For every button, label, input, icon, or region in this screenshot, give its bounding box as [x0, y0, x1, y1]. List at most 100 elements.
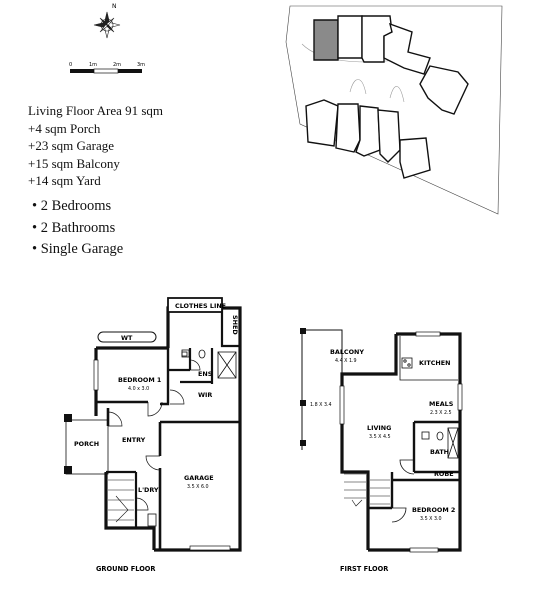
scale-segment: [70, 69, 94, 73]
porch-column: [64, 466, 72, 474]
stove-icon: [403, 359, 407, 363]
door-swing: [107, 411, 123, 427]
garage-dimension: 3.5 X 6.0: [187, 484, 209, 490]
features-list: 2 Bedrooms 2 Bathrooms Single Garage: [32, 196, 124, 261]
ensuite-label: ENS: [198, 370, 213, 378]
balcony-label: BALCONY: [330, 348, 364, 356]
site-lot: [355, 105, 381, 157]
garage-label: GARAGE: [184, 474, 214, 482]
site-lot: [305, 99, 339, 147]
scale-tick-label: 3m: [137, 62, 145, 68]
feature-bathrooms: 2 Bathrooms: [32, 218, 123, 240]
driveway-curve: [349, 79, 367, 95]
balcony-edge: [302, 329, 343, 374]
clothes-line-label: CLOTHES LINE: [175, 302, 226, 310]
shower-icon: [217, 351, 237, 379]
door-swing: [399, 459, 415, 475]
site-lot: [399, 137, 431, 179]
balcony-column: [300, 400, 306, 406]
entry-label: ENTRY: [122, 436, 146, 444]
side-dimension: 1.8 X 3.4: [310, 402, 332, 408]
wt-label: WT: [121, 334, 133, 342]
site-plan: [285, 5, 503, 215]
scale-segment: [93, 68, 119, 74]
stove-icon: [407, 363, 411, 367]
stairs-icon: [344, 473, 366, 499]
toilet-icon: [181, 351, 188, 357]
site-lot: [419, 65, 469, 115]
driveway-curve: [389, 86, 405, 103]
living-label: LIVING: [367, 424, 391, 432]
bedroom1-label: BEDROOM 1: [118, 376, 161, 384]
scale-tick-label: 1m: [89, 62, 97, 68]
living-dimension: 3.5 X 4.5: [369, 434, 391, 440]
ground-floor-caption: GROUND FLOOR: [96, 565, 156, 573]
basin-icon: [198, 349, 206, 359]
balcony-dimension: 4.4 X 1.9: [335, 358, 357, 364]
scale-segment: [118, 69, 142, 73]
site-lot-highlighted: [313, 19, 339, 61]
feature-garage: Single Garage: [32, 239, 124, 261]
window: [189, 545, 231, 551]
window: [339, 385, 345, 425]
first-floor-caption: FIRST FLOOR: [340, 565, 388, 573]
stove-icon: [401, 357, 413, 369]
wir-label: WIR: [198, 391, 212, 399]
balcony-area: +15 sqm Balcony: [28, 155, 120, 171]
kitchen-bench: [399, 336, 458, 381]
site-lot: [337, 15, 363, 59]
porch-column: [64, 414, 72, 422]
door-swing: [147, 401, 163, 417]
porch-outline: [65, 419, 109, 475]
balcony-column: [300, 328, 306, 334]
yard-area: +14 sqm Yard: [28, 173, 101, 188]
scale-tick-label: 2m: [113, 62, 121, 68]
stairs-icon: [108, 479, 134, 521]
garage-area: +23 sqm Garage: [28, 138, 115, 153]
ground-floor-plan: CLOTHES LINE SHED WT BEDROOM 1 4.0 x 3.0…: [64, 297, 242, 573]
feature-bedrooms: 2 Bedrooms: [32, 196, 123, 218]
stairs-icon: [370, 479, 390, 505]
floor-area-stats: Living Floor Area 91 sqm +4 sqm Porch +2…: [28, 102, 163, 190]
window: [409, 547, 439, 553]
window: [457, 383, 463, 411]
shower-icon: [447, 427, 459, 459]
meals-label: MEALS: [429, 400, 454, 408]
shower-icon: [217, 351, 237, 379]
scale-tick-label: 0: [69, 62, 72, 68]
porch-area: +4 sqm Porch: [28, 120, 101, 136]
toilet-icon: [421, 431, 430, 440]
site-boundary: [285, 5, 503, 215]
shower-icon: [447, 427, 459, 459]
interior-wall: [160, 348, 170, 406]
basin-icon: [436, 431, 444, 441]
porch-label: PORCH: [74, 440, 99, 448]
door-swing: [391, 507, 407, 523]
meals-dimension: 2.3 X 2.5: [430, 410, 452, 416]
bedroom1-dimension: 4.0 x 3.0: [128, 386, 149, 392]
clothes-line-box: [167, 297, 223, 313]
laundry-label: L'DRY: [138, 486, 159, 494]
balcony-column: [300, 440, 306, 446]
compass-rose-icon: N: [93, 3, 121, 39]
robe-label: ROBE: [434, 470, 454, 478]
outer-wall: [154, 306, 242, 552]
kitchen-label: KITCHEN: [419, 359, 450, 367]
bedroom2-dimension: 3.5 X 3.0: [420, 516, 442, 522]
laundry-tub-icon: [147, 513, 157, 527]
door-swing: [169, 389, 185, 405]
shed-label: SHED: [231, 315, 239, 335]
first-floor-plan: BALCONY 4.4 X 1.9 KITCHEN MEALS 2.3 X 2.…: [300, 328, 463, 573]
stairs-icon: [115, 495, 129, 523]
site-lot: [335, 103, 361, 153]
site-lot: [383, 22, 431, 75]
door-swing: [189, 359, 201, 371]
outer-wall: [104, 472, 156, 550]
site-lot: [377, 109, 401, 163]
window: [415, 331, 441, 337]
stairs-icon: [351, 499, 363, 507]
door-swing: [145, 455, 161, 471]
door-swing: [135, 497, 149, 511]
scale-bar: 0 1m 2m 3m: [69, 62, 145, 74]
water-tank-icon: [97, 331, 157, 343]
